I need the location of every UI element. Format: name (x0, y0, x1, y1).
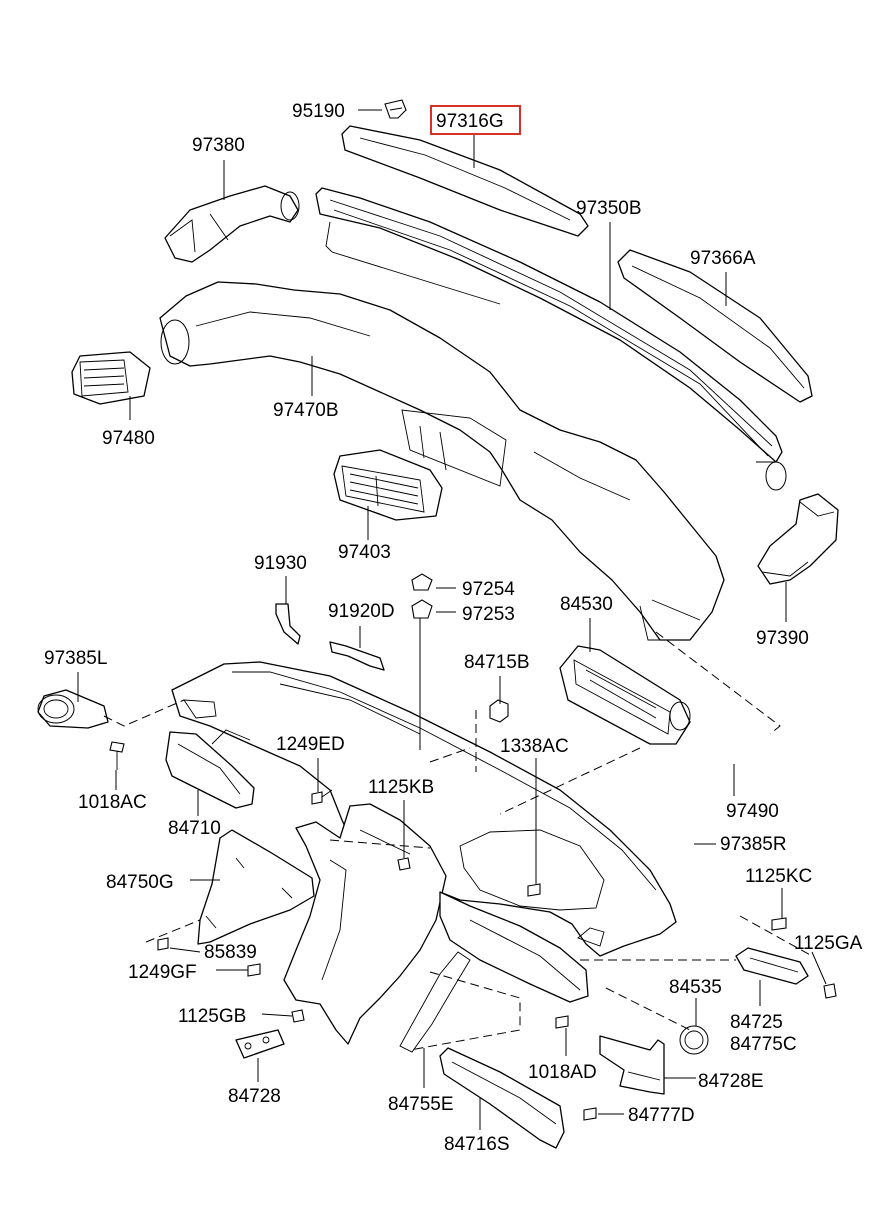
label-97380[interactable]: 97380 (192, 135, 245, 156)
side-duct-97390[interactable] (757, 493, 839, 585)
clip-95190[interactable] (384, 99, 407, 119)
side-defroster-duct-97380[interactable] (164, 185, 300, 263)
leader-lines (77, 109, 827, 1130)
label-1018AD[interactable]: 1018AD (528, 1062, 597, 1083)
label-97366A[interactable]: 97366A (690, 248, 756, 269)
label-95190[interactable]: 95190 (292, 101, 345, 122)
crash-pad-body[interactable] (171, 661, 677, 957)
label-84725[interactable]: 84725 (730, 1012, 783, 1033)
ring-84535[interactable] (679, 1025, 709, 1055)
label-1125GB[interactable]: 1125GB (178, 1006, 246, 1027)
screw-1338AC[interactable] (527, 883, 541, 897)
side-panel-84750G[interactable] (197, 829, 315, 945)
label-84716S[interactable]: 84716S (444, 1134, 510, 1155)
label-85839[interactable]: 85839 (204, 942, 257, 963)
label-1018AC[interactable]: 1018AC (78, 792, 147, 813)
lower-strip-84716S[interactable] (439, 1047, 565, 1149)
label-84728E[interactable]: 84728E (698, 1071, 764, 1092)
label-1249ED[interactable]: 1249ED (276, 734, 345, 755)
label-84530[interactable]: 84530 (560, 594, 613, 615)
label-97470B[interactable]: 97470B (273, 400, 339, 421)
clip-84715B[interactable] (489, 699, 509, 723)
part-labels: 95190 97316G 97380 97350B 97366A 97470B … (44, 101, 863, 1155)
label-84715B[interactable]: 84715B (464, 652, 530, 673)
label-84777D[interactable]: 84777D (628, 1105, 695, 1126)
bracket-91930[interactable] (275, 603, 301, 645)
label-84755E[interactable]: 84755E (388, 1094, 454, 1115)
bracket-84728E[interactable] (599, 1035, 665, 1095)
label-97385R[interactable]: 97385R (720, 834, 787, 855)
label-1338AC[interactable]: 1338AC (500, 736, 569, 757)
cap-97253[interactable] (411, 599, 433, 619)
screw-1125KC[interactable] (771, 917, 787, 931)
strip-97366A[interactable] (617, 249, 813, 403)
highlight-box-97316G (430, 105, 521, 135)
label-84750G[interactable]: 84750G (106, 872, 174, 893)
side-vent-97480[interactable] (71, 351, 151, 405)
defroster-grille-97316G[interactable] (341, 125, 589, 237)
label-1125KC[interactable]: 1125KC (745, 866, 812, 887)
bracket-91920D[interactable] (329, 641, 385, 671)
guide-lines (103, 631, 813, 1051)
label-97385L[interactable]: 97385L (44, 648, 107, 669)
label-97390[interactable]: 97390 (756, 628, 809, 649)
label-97480[interactable]: 97480 (102, 428, 155, 449)
screw-1125GA[interactable] (823, 983, 837, 999)
screw-1125GB[interactable] (291, 1009, 305, 1023)
lower-cover[interactable] (399, 891, 589, 1053)
label-97350B[interactable]: 97350B (576, 198, 642, 219)
label-1249GF[interactable]: 1249GF (128, 962, 197, 983)
defroster-duct-97350B[interactable] (315, 187, 787, 491)
screw-1249ED[interactable] (311, 789, 333, 805)
screw-1249GF[interactable] (247, 963, 261, 977)
label-1125KB[interactable]: 1125KB (368, 777, 434, 798)
bracket-84725[interactable] (735, 947, 809, 985)
label-84710[interactable]: 84710 (168, 818, 221, 839)
main-air-duct-97470B[interactable] (159, 281, 725, 641)
label-84728[interactable]: 84728 (228, 1086, 281, 1107)
label-84775C[interactable]: 84775C (730, 1034, 797, 1055)
label-84535[interactable]: 84535 (669, 977, 722, 998)
label-91920D[interactable]: 91920D (328, 601, 395, 622)
left-vent-97385L[interactable] (37, 689, 109, 729)
screw-1018AD[interactable] (555, 1015, 569, 1029)
label-1125GA[interactable]: 1125GA (794, 933, 863, 954)
label-97253[interactable]: 97253 (462, 604, 515, 625)
screw-1125KB[interactable] (397, 857, 411, 871)
center-vent-97403[interactable] (333, 449, 443, 521)
label-97403[interactable]: 97403 (338, 542, 391, 563)
screw-85839[interactable] (157, 937, 169, 951)
label-97316G[interactable]: 97316G (436, 111, 504, 132)
cap-97254[interactable] (411, 573, 433, 591)
lower-garnish-84710[interactable] (165, 729, 255, 809)
label-97254[interactable]: 97254 (462, 579, 515, 600)
label-91930[interactable]: 91930 (254, 553, 307, 574)
label-97490[interactable]: 97490 (726, 801, 779, 822)
lower-panel[interactable] (283, 803, 447, 1045)
screw-84777D[interactable] (583, 1107, 597, 1121)
bracket-84728[interactable] (235, 1029, 285, 1059)
screw-1018AC[interactable] (109, 741, 125, 770)
center-panel-84530[interactable] (559, 645, 691, 745)
